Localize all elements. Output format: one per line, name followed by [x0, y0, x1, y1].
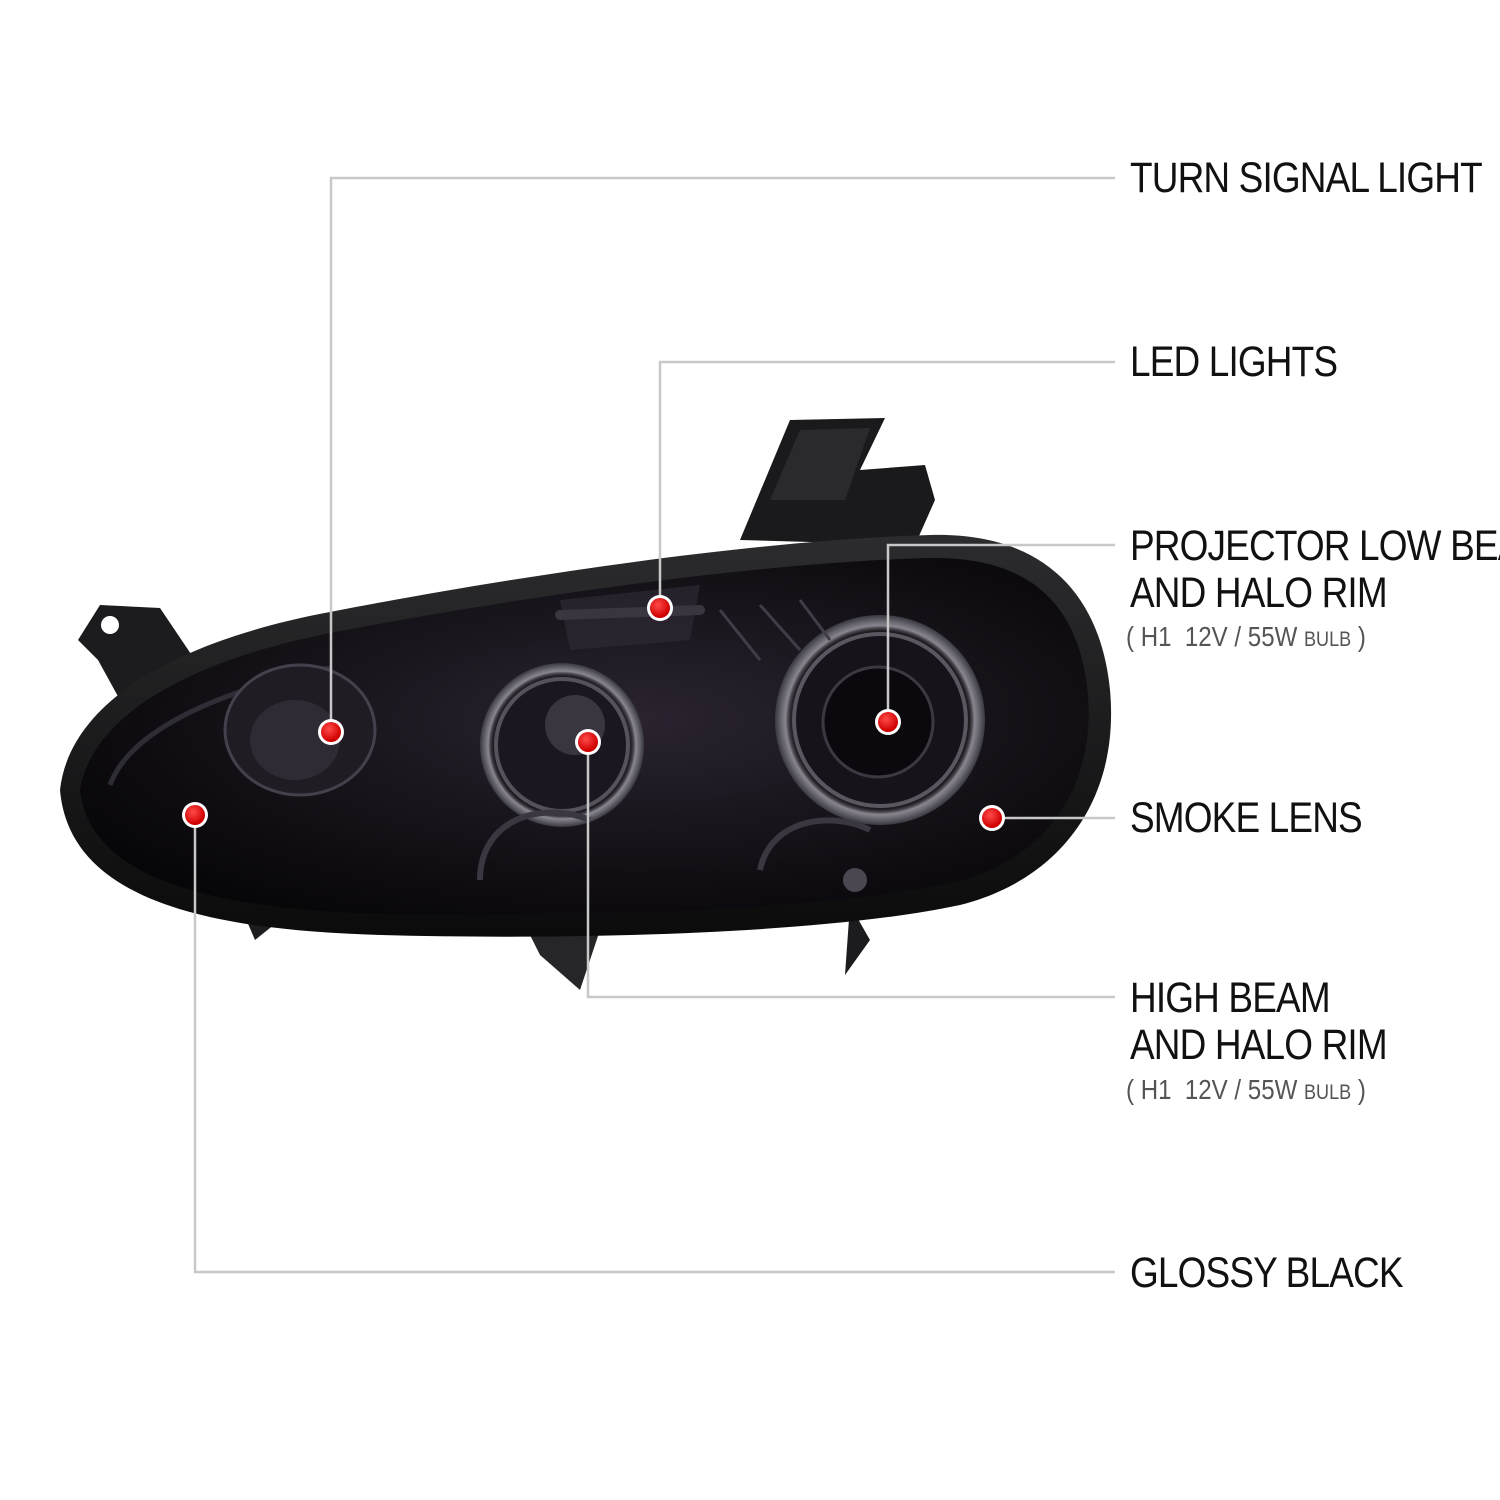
spec-rating: 12V / 55W — [1184, 621, 1298, 652]
marker-turn-signal — [318, 719, 344, 745]
spec-open-paren: ( — [1126, 1074, 1135, 1105]
spec-bulb-type: H1 — [1140, 621, 1172, 652]
marker-projector-low-beam — [875, 709, 901, 735]
leader-line-glossy-black — [193, 815, 1115, 1274]
leader-line-high-beam — [586, 742, 1115, 999]
label-high-beam-line2: AND HALO RIM — [1130, 1021, 1388, 1069]
marker-high-beam — [575, 729, 601, 755]
headlight-image — [60, 418, 1112, 990]
leader-line-turn-signal — [329, 176, 1115, 732]
spec-open-paren: ( — [1126, 621, 1135, 652]
label-glossy-black: GLOSSY BLACK — [1130, 1249, 1404, 1297]
spec-close-paren: ) — [1357, 1074, 1366, 1105]
marker-glossy-black — [182, 802, 208, 828]
spec-high-beam: ( H1 12V / 55W BULB ) — [1126, 1075, 1366, 1108]
spec-unit: BULB — [1304, 628, 1352, 651]
leader-lines — [193, 176, 1115, 1274]
spec-bulb-type: H1 — [1140, 1074, 1172, 1105]
marker-smoke-lens — [979, 805, 1005, 831]
label-turn-signal-light: TURN SIGNAL LIGHT — [1130, 154, 1483, 202]
label-smoke-lens: SMOKE LENS — [1130, 794, 1363, 842]
leader-line-led-lights — [658, 360, 1115, 608]
callout-markers — [182, 595, 1005, 831]
marker-led-lights — [647, 595, 673, 621]
label-projector-low-beam-line1: PROJECTOR LOW BEAM — [1130, 522, 1500, 570]
spec-close-paren: ) — [1357, 621, 1366, 652]
label-led-lights: LED LIGHTS — [1130, 338, 1338, 386]
label-high-beam-line1: HIGH BEAM — [1130, 974, 1331, 1022]
spec-rating: 12V / 55W — [1184, 1074, 1298, 1105]
spec-unit: BULB — [1304, 1081, 1352, 1104]
spec-projector-low-beam: ( H1 12V / 55W BULB ) — [1126, 622, 1366, 655]
leader-line-projector-low-beam — [886, 543, 1115, 722]
label-projector-low-beam-line2: AND HALO RIM — [1130, 569, 1388, 617]
